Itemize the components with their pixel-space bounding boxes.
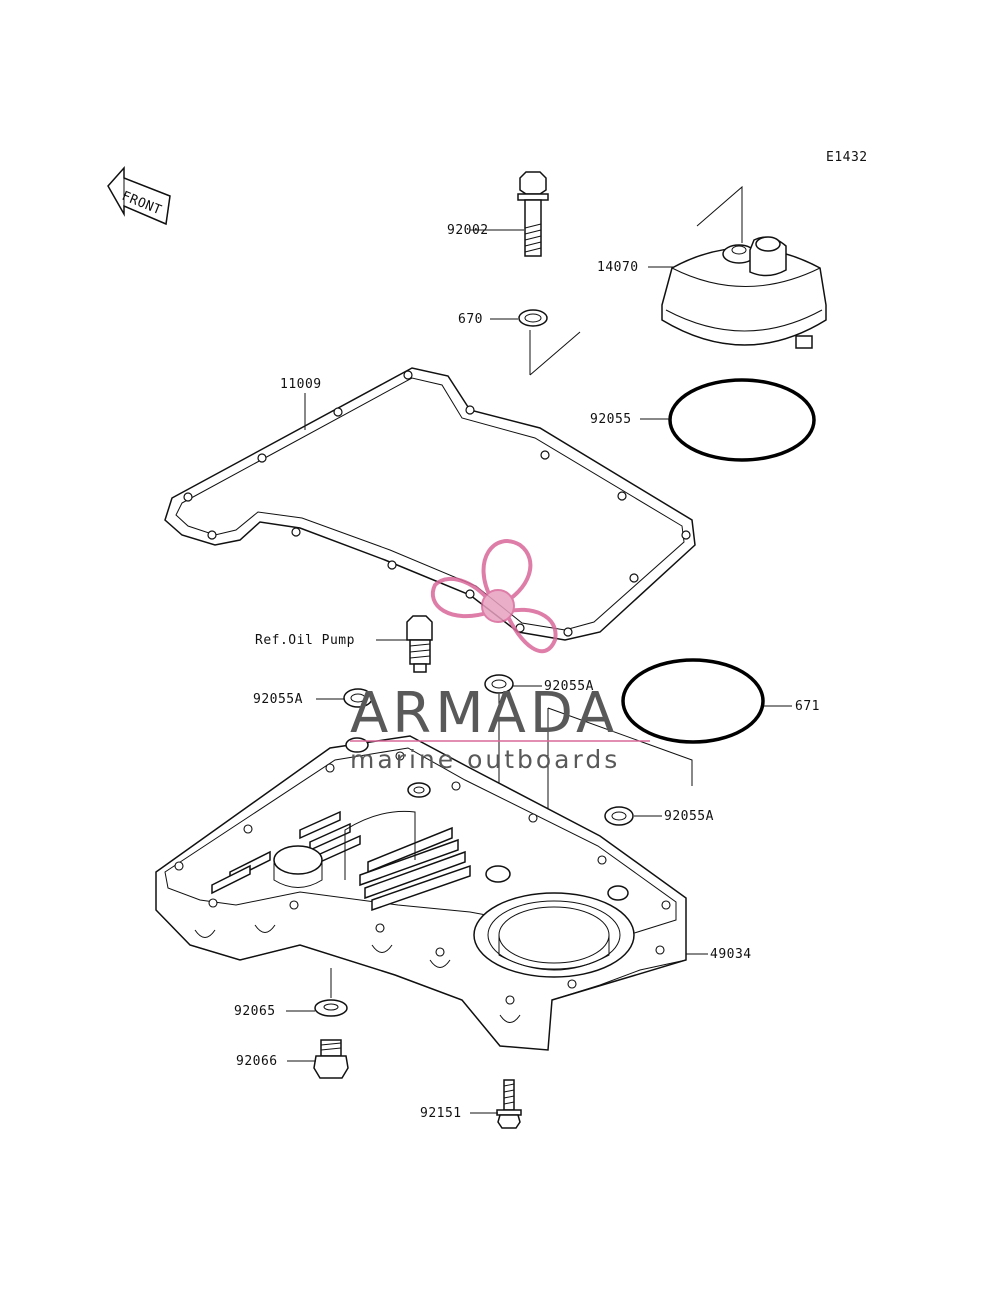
callout-670: 670 <box>458 312 483 327</box>
callout-92055: 92055 <box>590 412 632 427</box>
callout-92151: 92151 <box>420 1106 462 1121</box>
watermark-tagline: marine outboards <box>350 745 620 774</box>
callout-92055A-left: 92055A <box>253 692 303 707</box>
callout-92055A-center: 92055A <box>544 679 594 694</box>
washer-670 <box>518 309 548 327</box>
leader-14070-axis <box>696 185 743 243</box>
o-ring-92055A-center <box>484 674 514 694</box>
leader-670-axis <box>529 330 581 376</box>
gasket-11009 <box>164 367 696 641</box>
callout-14070: 14070 <box>597 260 639 275</box>
callout-49034: 49034 <box>710 947 752 962</box>
bolt-92151 <box>496 1079 522 1129</box>
callout-ref-oil-pump: Ref.Oil Pump <box>255 633 355 648</box>
o-ring-92055A-right <box>604 806 634 826</box>
armada-propeller-logo <box>431 539 558 654</box>
watermark-brand: ARMADA <box>350 681 618 746</box>
callout-92065: 92065 <box>234 1004 276 1019</box>
callout-92002: 92002 <box>447 223 489 238</box>
front-arrow-icon: FRONT <box>107 166 171 226</box>
drain-plug-92066 <box>313 1039 349 1079</box>
cover-14070 <box>661 236 827 349</box>
oil-pan-49034 <box>155 735 687 1051</box>
callout-92066: 92066 <box>236 1054 278 1069</box>
oil-pump-fitting <box>406 615 433 673</box>
callout-92055A-right: 92055A <box>664 809 714 824</box>
callout-671: 671 <box>795 699 820 714</box>
callout-11009: 11009 <box>280 377 322 392</box>
o-ring-671 <box>621 658 765 744</box>
diagram-code: E1432 <box>826 150 868 165</box>
bolt-92002 <box>517 171 549 257</box>
washer-92065 <box>314 999 348 1017</box>
o-ring-92055A-left <box>343 688 373 708</box>
o-ring-92055 <box>668 378 816 462</box>
